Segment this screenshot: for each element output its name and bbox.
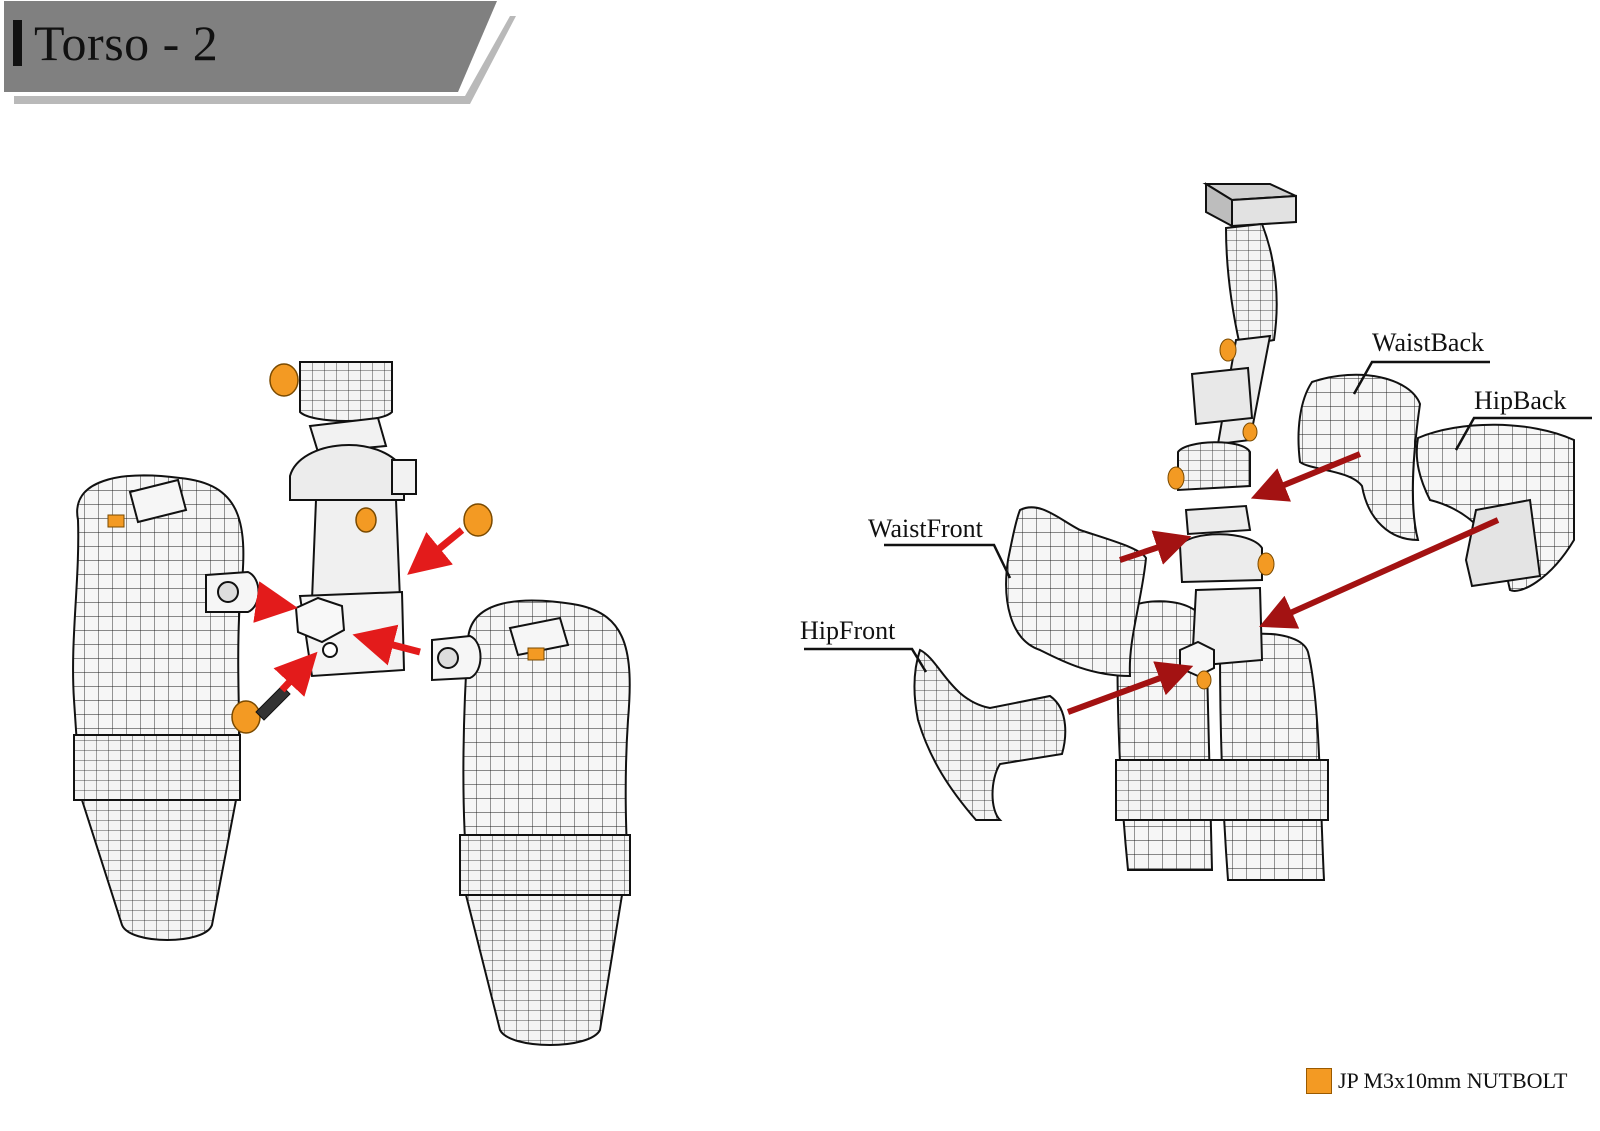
hip-back-part: [1415, 423, 1575, 592]
callout-leaders: [804, 360, 1592, 673]
legs-assembled-part: [1115, 600, 1329, 881]
page-title: Torso - 2: [34, 15, 219, 71]
callout-waist-front: WaistFront: [868, 514, 983, 543]
legend: JP M3x10mm NUTBOLT: [1306, 1068, 1567, 1094]
assembly-arrows-right: [1066, 451, 1500, 715]
callout-hip-back: HipBack: [1474, 386, 1567, 415]
left-leg-part: [72, 474, 260, 941]
hip-front-part: [913, 648, 1067, 821]
bolts-right-figure: [1167, 338, 1275, 690]
title-bar-mark: [13, 20, 22, 66]
right-leg-part: [431, 599, 631, 1046]
legend-label: JP M3x10mm NUTBOLT: [1338, 1068, 1568, 1093]
callout-waist-back: WaistBack: [1372, 328, 1484, 357]
bolts-left-figure: [231, 363, 493, 734]
assembly-arrows-left: [253, 527, 465, 697]
bolt-swatch-icon: [1306, 1068, 1332, 1094]
callout-hip-front: HipFront: [800, 616, 896, 645]
title-banner: [4, 1, 516, 104]
waist-front-part: [1005, 506, 1148, 678]
spine-part: [1177, 182, 1297, 678]
